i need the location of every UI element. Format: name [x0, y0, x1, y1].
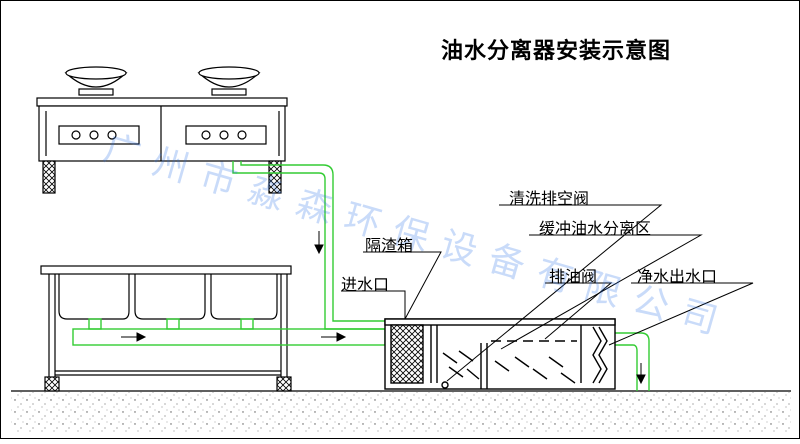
sink [40, 265, 292, 392]
ground [11, 390, 791, 432]
stove [36, 66, 288, 194]
label-geshaxiang: 隔渣箱 [365, 236, 414, 255]
diagram-title: 油水分离器安装示意图 [441, 39, 672, 64]
separator-tank [384, 318, 616, 390]
label-huanchong: 缓冲油水分离区 [539, 219, 652, 238]
leader-lines [341, 204, 754, 382]
label-jinshuikou: 进水口 [341, 275, 390, 294]
label-qingxi: 清洗排空阀 [509, 189, 590, 208]
label-paiyoufa: 排油阀 [549, 267, 598, 286]
label-jingshui: 净水出水口 [637, 267, 718, 286]
flow-arrows [121, 231, 646, 385]
